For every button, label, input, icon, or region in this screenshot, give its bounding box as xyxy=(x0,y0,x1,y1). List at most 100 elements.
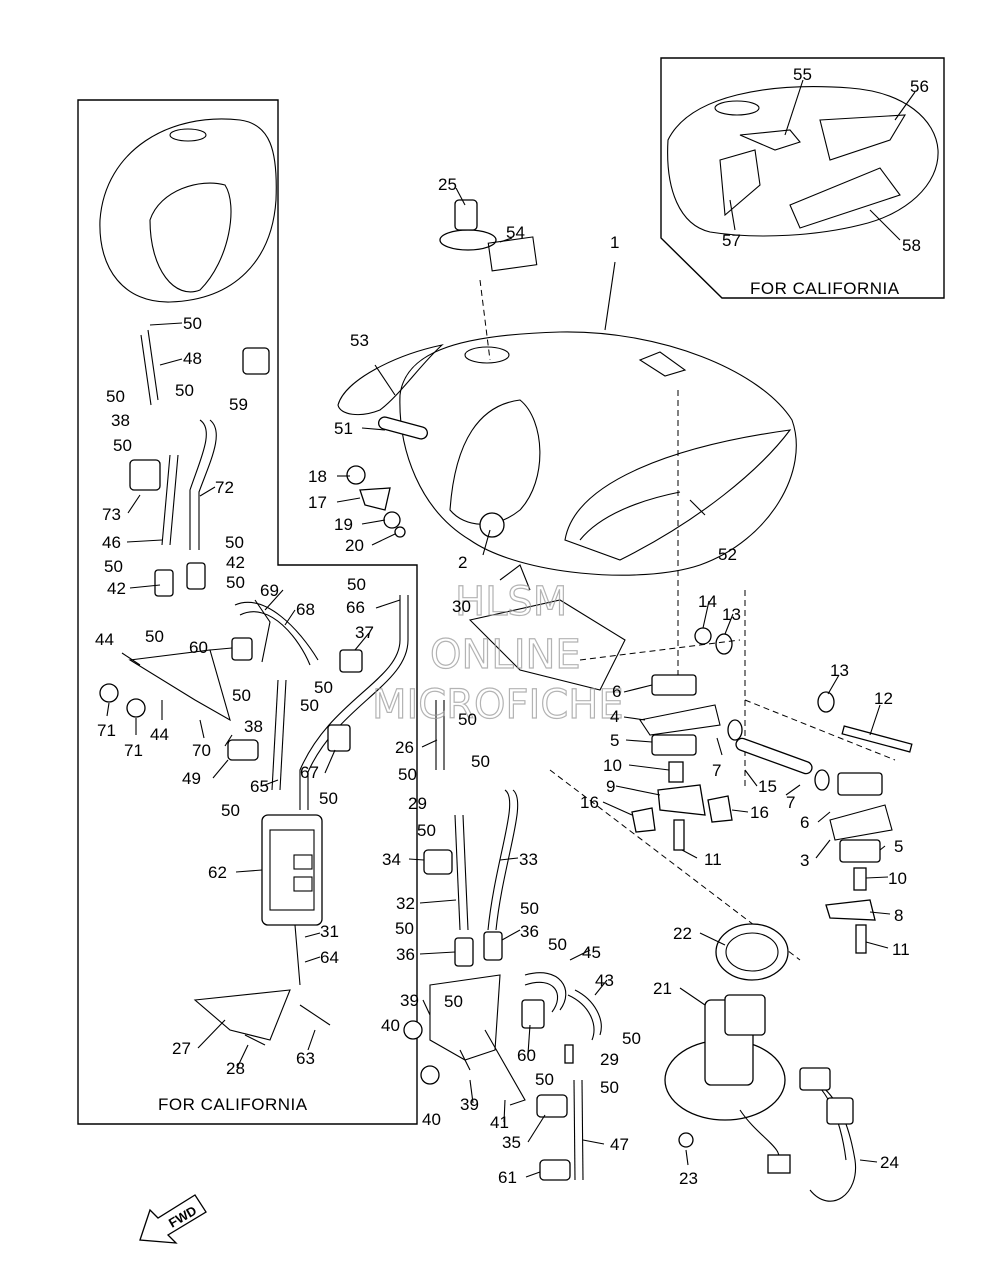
callout-5b: 5 xyxy=(894,837,903,856)
callout-16a: 16 xyxy=(580,793,599,812)
callout-7a: 7 xyxy=(712,761,721,780)
callout-50-r: 50 xyxy=(417,821,436,840)
callout-39a: 39 xyxy=(400,991,419,1010)
callout-50-j: 50 xyxy=(232,686,251,705)
callout-39b: 39 xyxy=(460,1095,479,1114)
callout-19: 19 xyxy=(334,515,353,534)
callout-8: 8 xyxy=(894,906,903,925)
callout-73: 73 xyxy=(102,505,121,524)
callout-71a: 71 xyxy=(97,721,116,740)
callout-52: 52 xyxy=(718,545,737,564)
callout-13a: 13 xyxy=(722,605,741,624)
filler-cap-25 xyxy=(439,199,538,272)
callout-65: 65 xyxy=(250,777,269,796)
callout-29a: 29 xyxy=(408,794,427,813)
tank-hardware xyxy=(346,416,733,655)
callout-51: 51 xyxy=(334,419,353,438)
callout-24: 24 xyxy=(880,1153,899,1172)
callout-38a: 38 xyxy=(111,411,130,430)
callout-69: 69 xyxy=(260,581,279,600)
callout-12: 12 xyxy=(874,689,893,708)
callout-1: 1 xyxy=(610,233,619,252)
fuel-pump-21 xyxy=(664,923,857,1202)
callout-36b: 36 xyxy=(520,922,539,941)
callout-50-s: 50 xyxy=(395,919,414,938)
callout-50-n: 50 xyxy=(319,789,338,808)
callout-leaders xyxy=(106,79,916,1178)
callout-34: 34 xyxy=(382,850,401,869)
callout-66: 66 xyxy=(346,598,365,617)
callout-40a: 40 xyxy=(381,1016,400,1035)
callout-56: 56 xyxy=(910,77,929,96)
callout-67: 67 xyxy=(300,763,319,782)
callout-36a: 36 xyxy=(396,945,415,964)
left-inset-tank-graphic xyxy=(99,118,277,303)
mount-hardware xyxy=(631,674,913,954)
callout-50-v: 50 xyxy=(444,992,463,1011)
fwd-arrow-icon: FWD xyxy=(139,1194,207,1244)
callout-9: 9 xyxy=(606,777,615,796)
callout-47: 47 xyxy=(610,1135,629,1154)
callout-26: 26 xyxy=(395,738,414,757)
callout-7b: 7 xyxy=(786,793,795,812)
callout-11a: 11 xyxy=(704,850,722,869)
callout-48: 48 xyxy=(183,349,202,368)
center-hoses xyxy=(403,700,602,1181)
callout-50-e: 50 xyxy=(104,557,123,576)
callout-50-f: 50 xyxy=(225,533,244,552)
callout-6b: 6 xyxy=(800,813,809,832)
callout-50-h: 50 xyxy=(145,627,164,646)
callout-50-d: 50 xyxy=(113,436,132,455)
callout-27: 27 xyxy=(172,1039,191,1058)
callout-16b: 16 xyxy=(750,803,769,822)
callout-58: 58 xyxy=(902,236,921,255)
callout-50-a: 50 xyxy=(183,314,202,333)
callout-42b: 42 xyxy=(226,553,245,572)
caption-for-california-top: FOR CALIFORNIA xyxy=(750,279,900,298)
callout-61: 61 xyxy=(498,1168,517,1187)
canister-62 xyxy=(261,814,323,926)
callout-4: 4 xyxy=(610,707,619,726)
callout-57: 57 xyxy=(722,231,741,250)
callout-2: 2 xyxy=(458,553,467,572)
callout-50-q: 50 xyxy=(471,752,490,771)
callout-15: 15 xyxy=(758,777,777,796)
callout-62: 62 xyxy=(208,863,227,882)
fuel-tank-1 xyxy=(399,331,797,576)
callout-14: 14 xyxy=(698,592,717,611)
callout-42a: 42 xyxy=(107,579,126,598)
callout-22: 22 xyxy=(673,924,692,943)
inset-tank-graphic xyxy=(667,86,939,237)
callout-70: 70 xyxy=(192,741,211,760)
callout-50-p: 50 xyxy=(398,765,417,784)
callout-50-g: 50 xyxy=(226,573,245,592)
callout-25: 25 xyxy=(438,175,457,194)
watermark: HLSM ONLINE MICROFICHE xyxy=(371,578,624,728)
callout-35: 35 xyxy=(502,1133,521,1152)
callout-50-x: 50 xyxy=(535,1070,554,1089)
callout-13b: 13 xyxy=(830,661,849,680)
left-inset-valves xyxy=(99,347,363,1046)
callout-50-t: 50 xyxy=(520,899,539,918)
callout-50-c: 50 xyxy=(175,381,194,400)
callout-55: 55 xyxy=(793,65,812,84)
callout-49: 49 xyxy=(182,769,201,788)
callout-10b: 10 xyxy=(888,869,907,888)
callout-46: 46 xyxy=(102,533,121,552)
callout-28: 28 xyxy=(226,1059,245,1078)
callout-20: 20 xyxy=(345,536,364,555)
callout-45: 45 xyxy=(582,943,601,962)
callout-17: 17 xyxy=(308,493,327,512)
callout-38b: 38 xyxy=(244,717,263,736)
callout-numbers: 1 2 3 4 5 5 6 6 7 7 8 9 10 10 11 11 12 1… xyxy=(95,65,929,1188)
callout-50-o: 50 xyxy=(458,710,477,729)
callout-59: 59 xyxy=(229,395,248,414)
callout-50-i: 50 xyxy=(347,575,366,594)
callout-50-w: 50 xyxy=(622,1029,641,1048)
callout-10a: 10 xyxy=(603,756,622,775)
callout-37: 37 xyxy=(355,623,374,642)
callout-3: 3 xyxy=(800,851,809,870)
callout-30: 30 xyxy=(452,597,471,616)
callout-44a: 44 xyxy=(95,630,114,649)
callout-18: 18 xyxy=(308,467,327,486)
